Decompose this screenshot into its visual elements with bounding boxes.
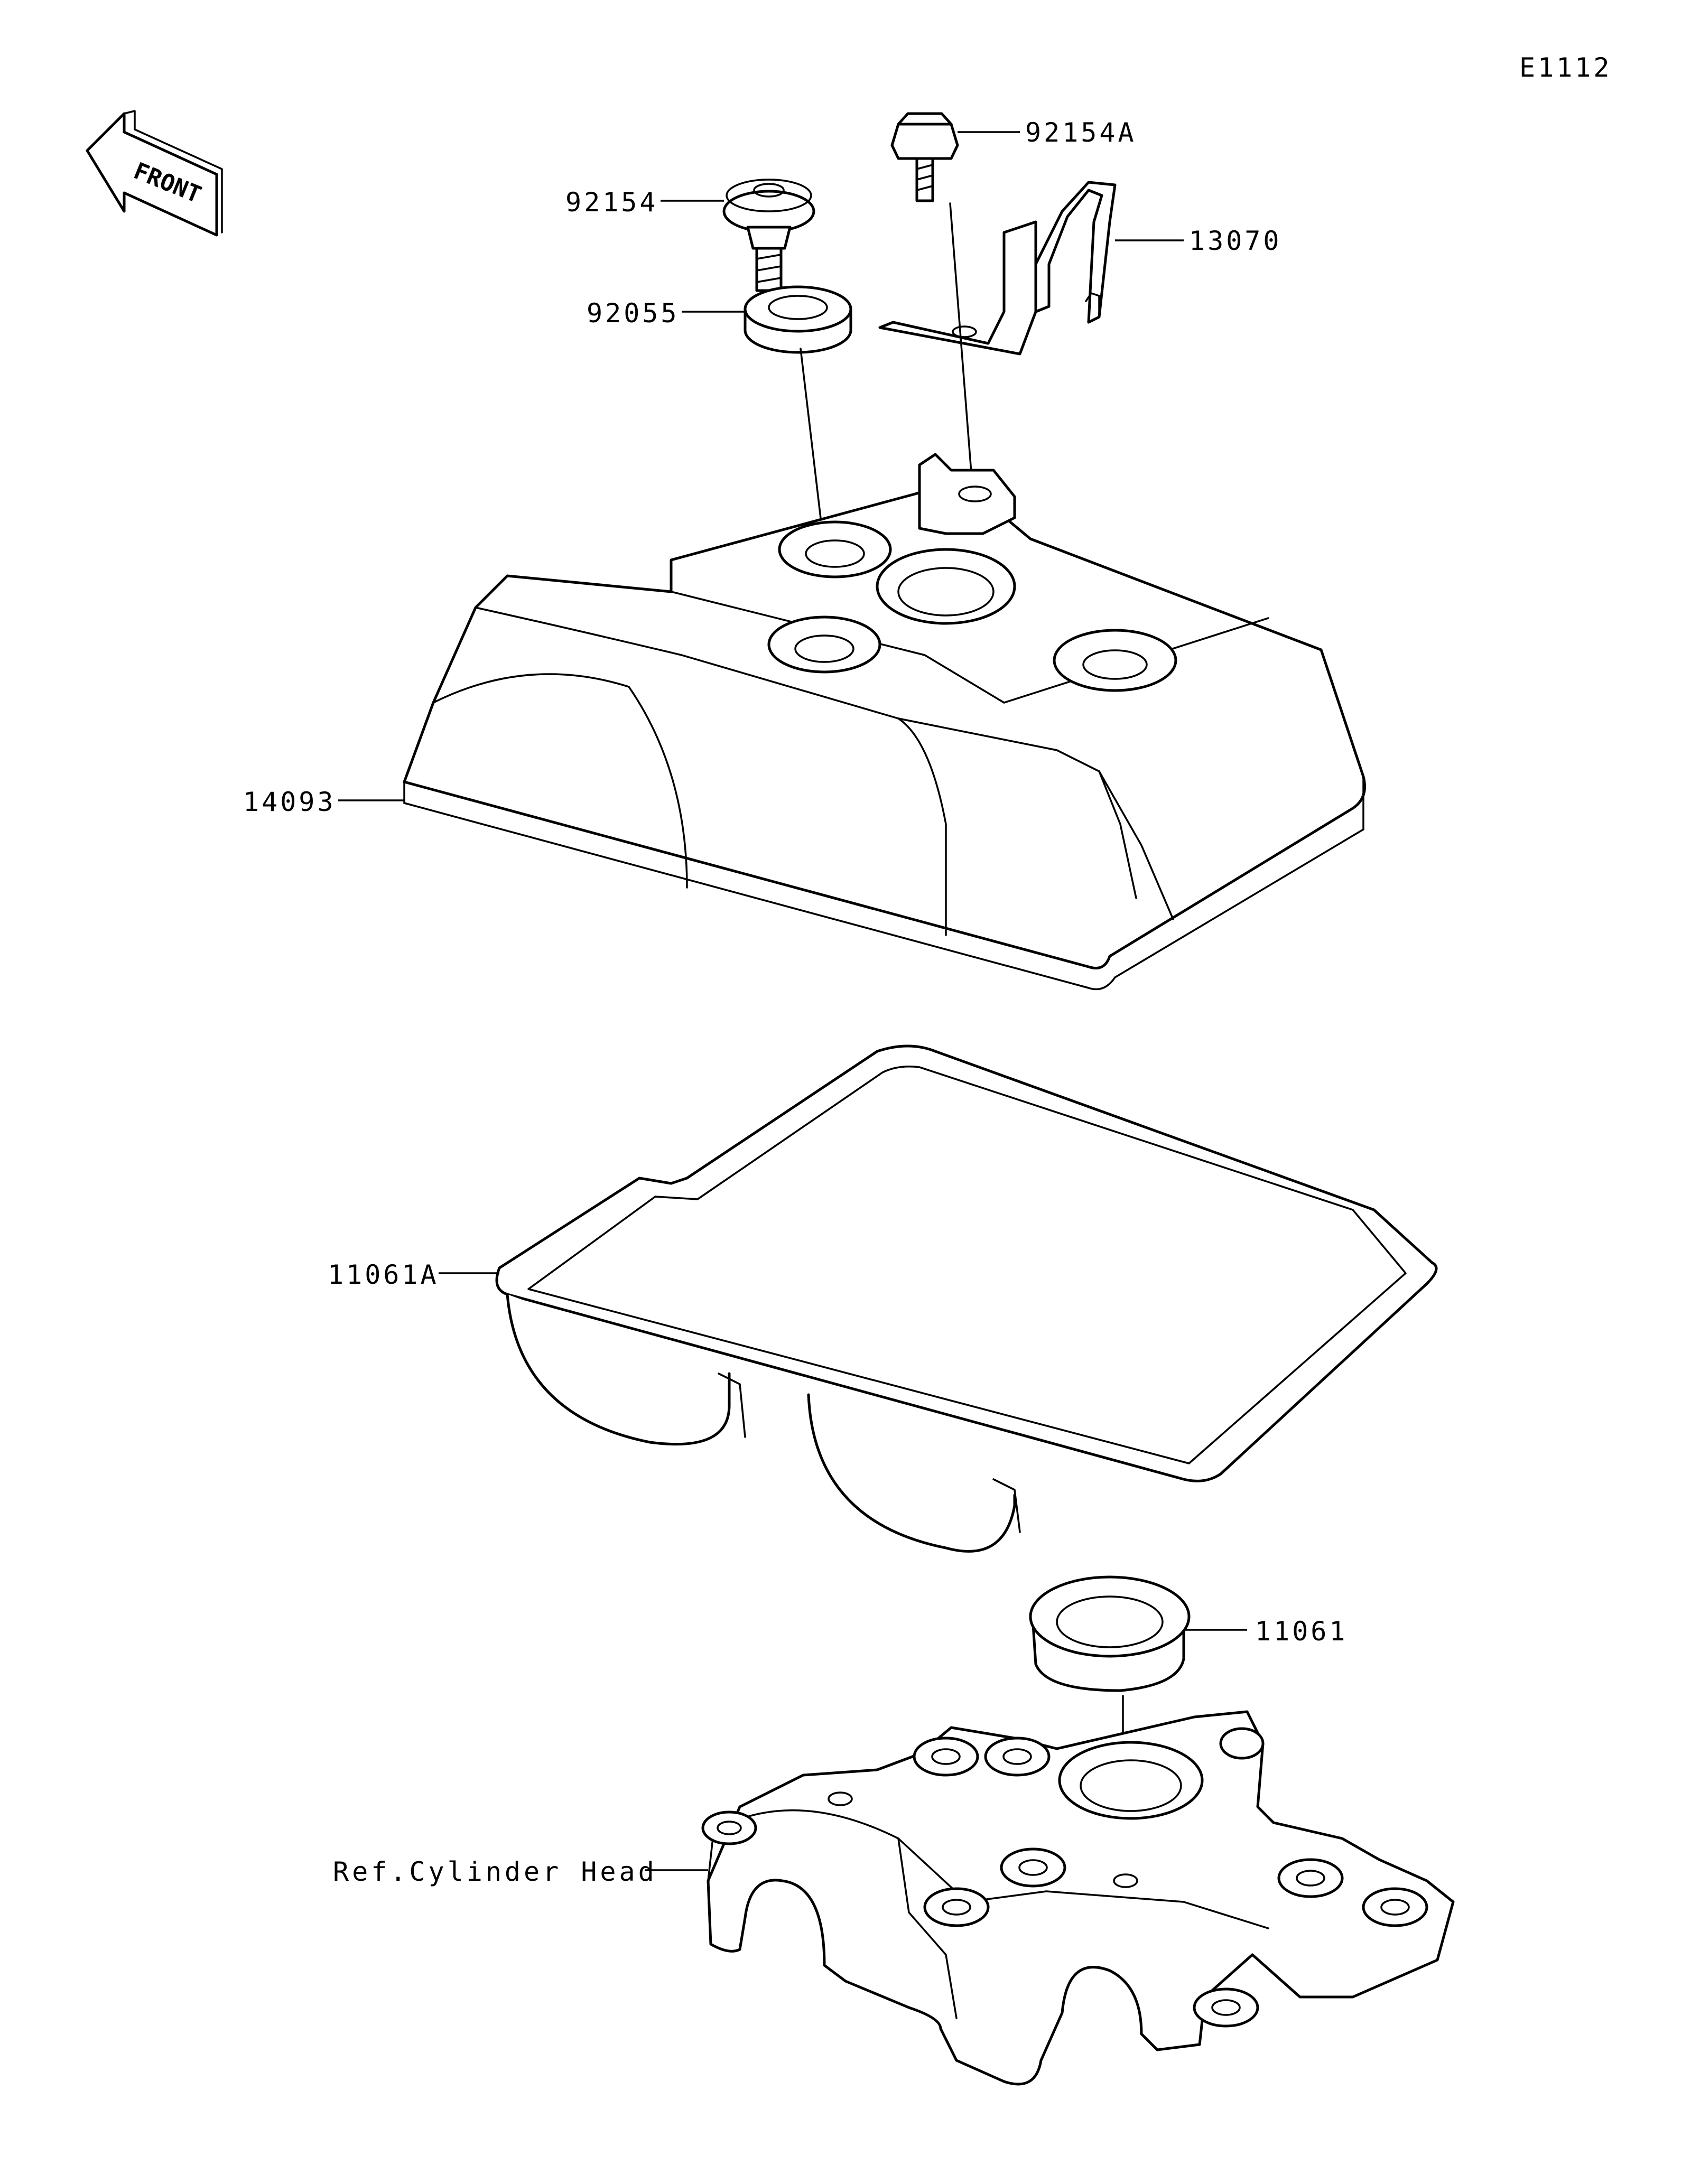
bracket-13070	[878, 181, 1117, 356]
label-92154a: 92154A	[1025, 117, 1137, 148]
label-11061a: 11061A	[328, 1259, 439, 1290]
label-92154: 92154	[565, 187, 658, 218]
label-13070: 13070	[1189, 226, 1282, 256]
gasket-11061a	[495, 1044, 1438, 1553]
bolt-92154a	[890, 112, 959, 202]
label-14093: 14093	[243, 787, 336, 817]
diagram-code: E1112	[1519, 52, 1612, 83]
front-arrow-icon: FRONT	[86, 110, 223, 237]
cylinder-head-cover-14093	[403, 453, 1366, 991]
label-11061: 11061	[1255, 1616, 1348, 1647]
label-reference-cylinder-head: Ref.Cylinder Head	[333, 1856, 657, 1887]
grommet-92055	[744, 285, 852, 354]
seal-11061	[1029, 1575, 1191, 1692]
label-92055: 92055	[587, 298, 680, 329]
bolt-92154	[722, 179, 815, 292]
cylinder-head-reference	[701, 1710, 1455, 2086]
